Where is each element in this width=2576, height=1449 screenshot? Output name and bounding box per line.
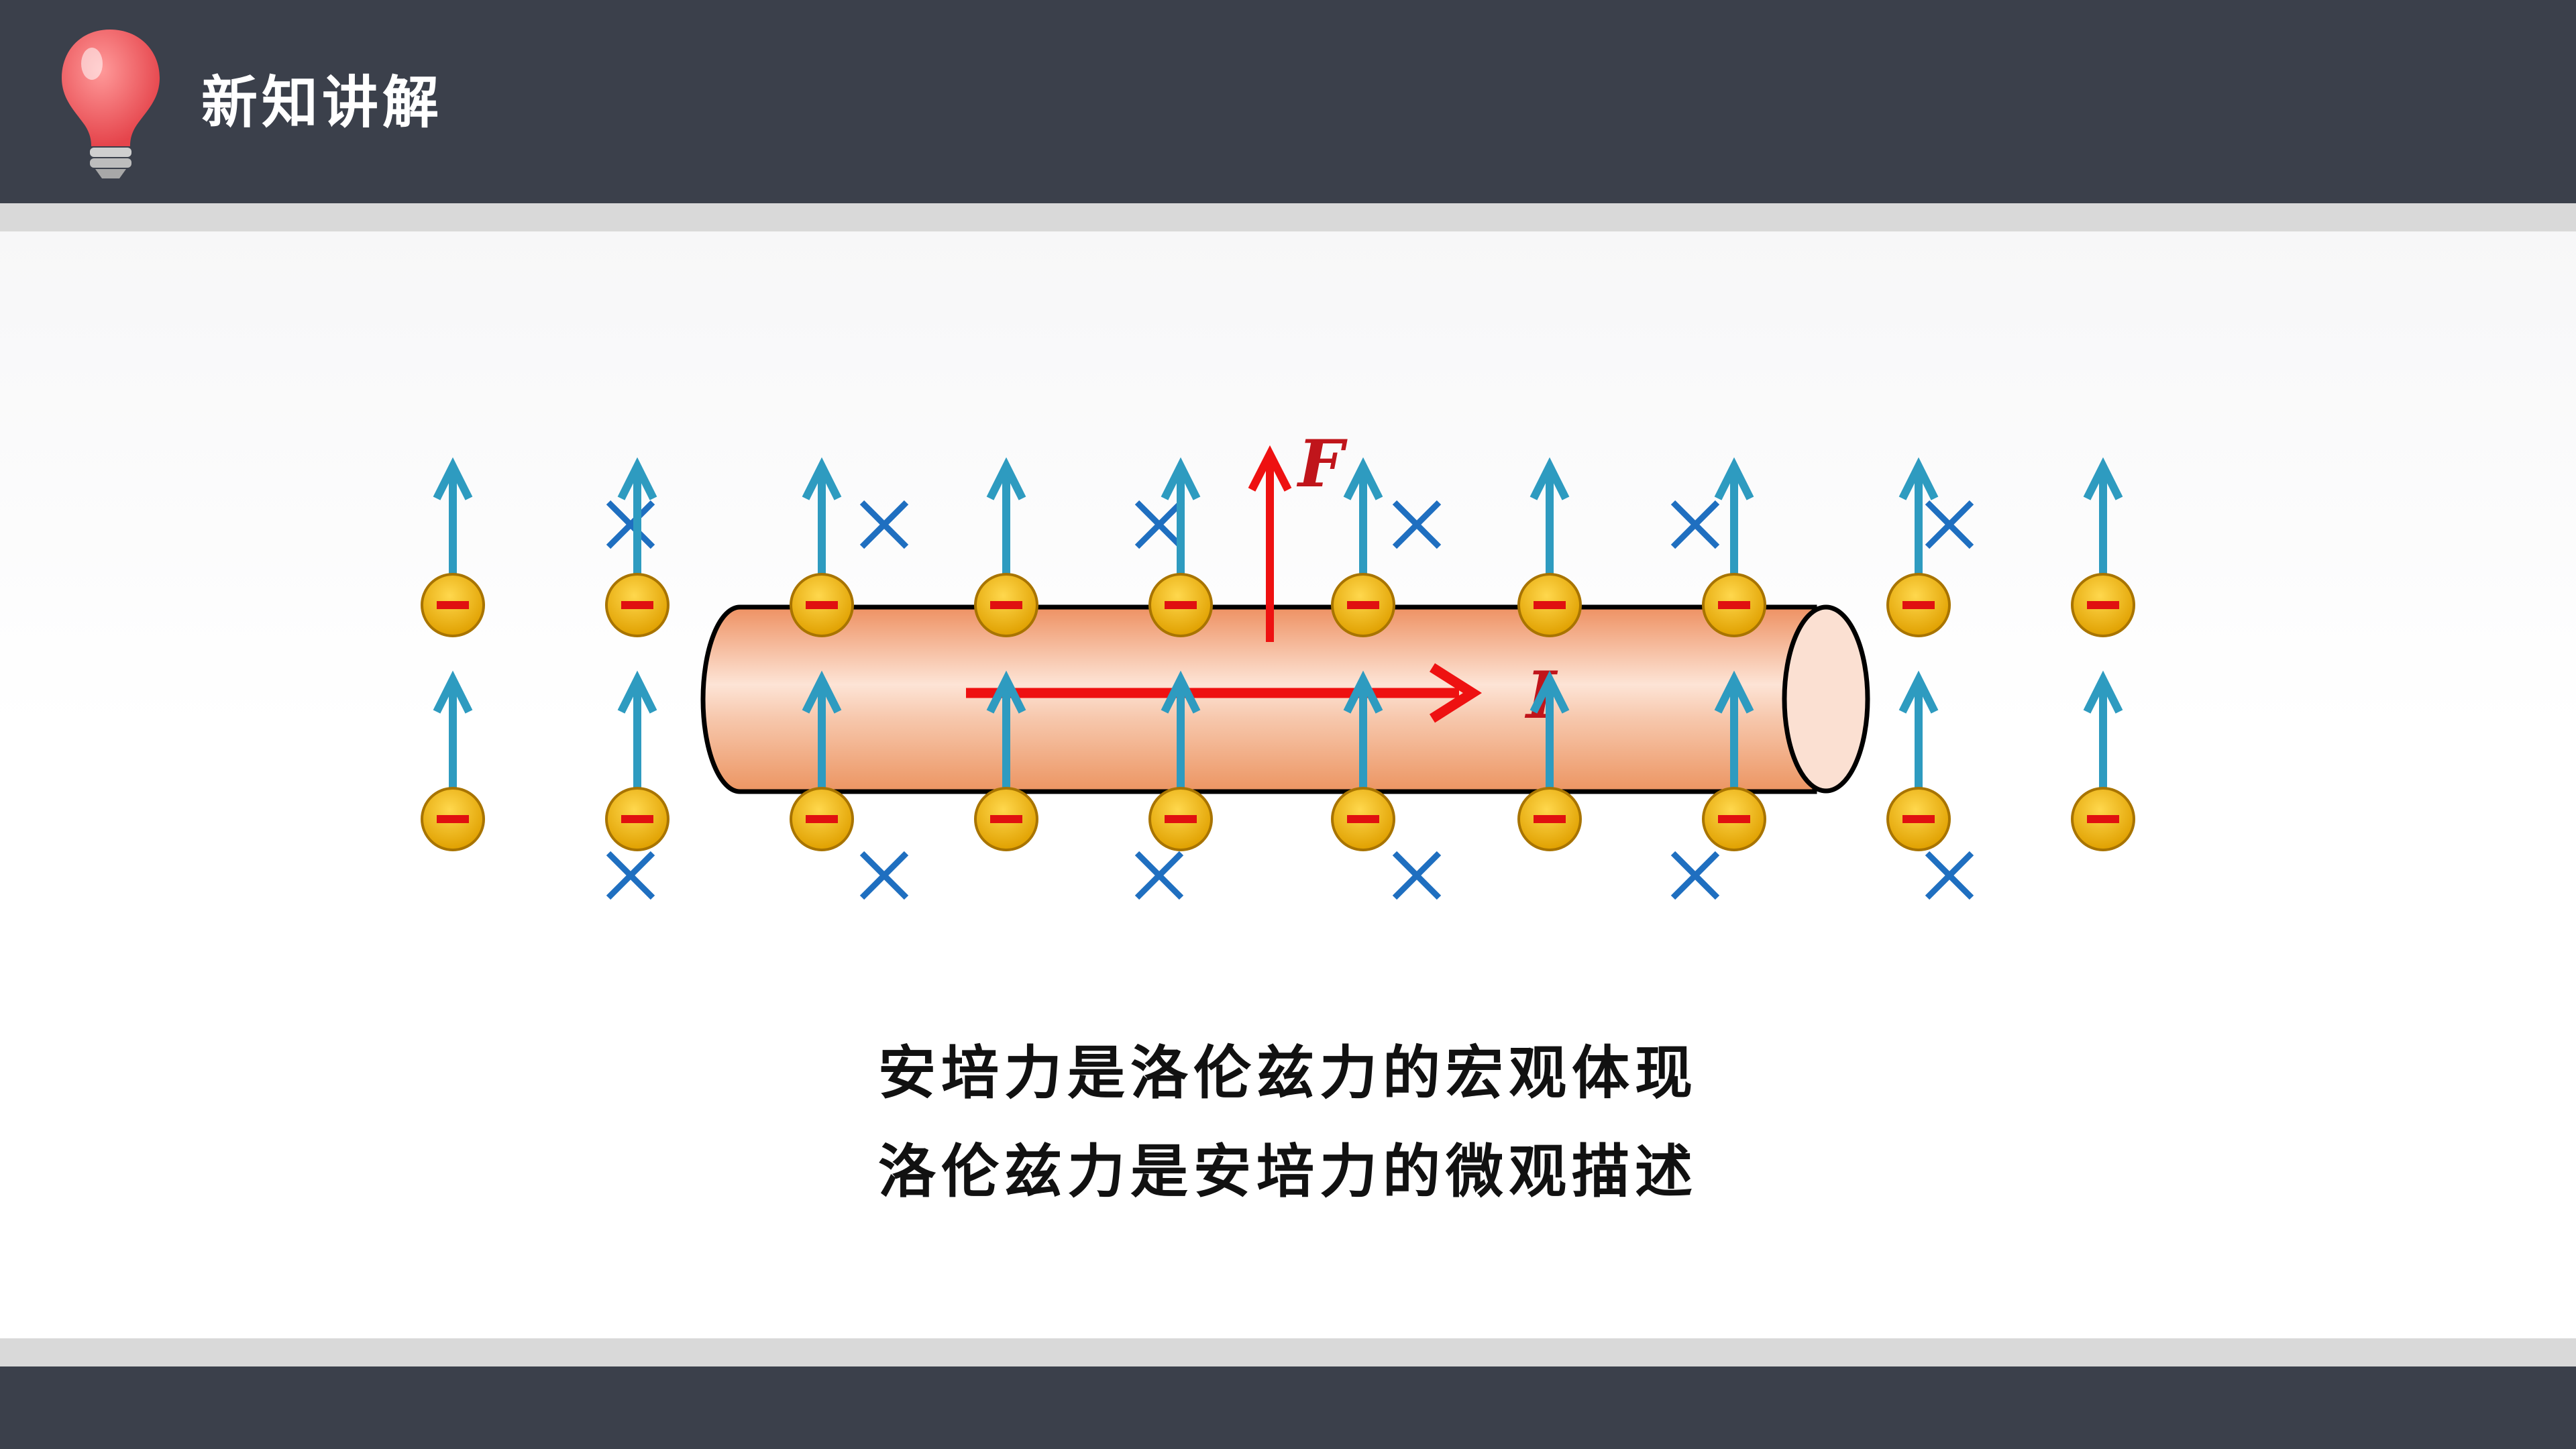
velocity-arrow bbox=[1529, 457, 1570, 578]
electron bbox=[605, 787, 669, 851]
velocity-arrow bbox=[986, 457, 1026, 578]
electron bbox=[1702, 573, 1766, 637]
force-arrow bbox=[1248, 445, 1292, 642]
header-bar bbox=[0, 0, 2576, 203]
field-cross-icon bbox=[1925, 851, 1974, 900]
electron bbox=[421, 573, 485, 637]
field-cross-icon bbox=[1134, 500, 1184, 549]
electron bbox=[1517, 573, 1582, 637]
lightbulb-icon bbox=[62, 30, 160, 178]
velocity-arrow bbox=[617, 457, 657, 578]
field-cross-icon bbox=[606, 851, 655, 900]
velocity-arrow bbox=[802, 670, 842, 792]
velocity-arrow bbox=[1343, 457, 1383, 578]
force-label: F bbox=[1296, 426, 1348, 502]
velocity-arrow bbox=[617, 670, 657, 792]
velocity-arrow bbox=[433, 457, 473, 578]
electron bbox=[2071, 787, 2135, 851]
electron bbox=[1331, 787, 1395, 851]
conductor-wire bbox=[700, 604, 1870, 794]
page-title: 新知讲解 bbox=[201, 69, 443, 136]
current-arrow bbox=[966, 663, 1483, 723]
velocity-arrow bbox=[1161, 670, 1201, 792]
electron bbox=[605, 573, 669, 637]
field-cross-icon bbox=[1670, 500, 1720, 549]
caption-line-1: 安培力是洛伦兹力的宏观体现 bbox=[878, 1039, 1698, 1107]
electron bbox=[2071, 573, 2135, 637]
velocity-arrow bbox=[2083, 670, 2123, 792]
field-cross-icon bbox=[1925, 500, 1974, 549]
electron bbox=[1886, 573, 1951, 637]
velocity-arrow bbox=[1898, 670, 1939, 792]
velocity-arrow bbox=[1714, 457, 1754, 578]
content-area: I F 安培力是洛伦兹力的宏观体现 洛伦兹力是安培力的微观描述 bbox=[0, 231, 2576, 1338]
field-cross-icon bbox=[859, 851, 909, 900]
electron bbox=[1517, 787, 1582, 851]
field-cross-icon bbox=[1392, 851, 1442, 900]
caption-line-2: 洛伦兹力是安培力的微观描述 bbox=[878, 1138, 1698, 1205]
electron-group bbox=[421, 457, 2135, 851]
electron bbox=[1702, 787, 1766, 851]
electron bbox=[790, 787, 854, 851]
electron bbox=[974, 787, 1038, 851]
electron bbox=[974, 573, 1038, 637]
velocity-arrow bbox=[1898, 457, 1939, 578]
electron bbox=[790, 573, 854, 637]
velocity-arrow bbox=[986, 670, 1026, 792]
header-divider bbox=[0, 203, 2576, 231]
velocity-arrow bbox=[1161, 457, 1201, 578]
velocity-arrow bbox=[2083, 457, 2123, 578]
lorentz-force-diagram: I F bbox=[421, 426, 2135, 900]
field-cross-icon bbox=[1670, 851, 1720, 900]
velocity-arrow bbox=[433, 670, 473, 792]
field-cross-icon bbox=[606, 500, 655, 549]
field-cross-icon bbox=[859, 500, 909, 549]
field-cross-icon bbox=[1134, 851, 1184, 900]
velocity-arrow bbox=[1343, 670, 1383, 792]
field-cross-icon bbox=[1392, 500, 1442, 549]
velocity-arrow bbox=[802, 457, 842, 578]
magnetic-field-group bbox=[606, 500, 1974, 900]
electron bbox=[1148, 573, 1213, 637]
electron bbox=[1148, 787, 1213, 851]
footer-divider bbox=[0, 1338, 2576, 1366]
velocity-arrow bbox=[1529, 670, 1570, 792]
electron bbox=[1886, 787, 1951, 851]
velocity-arrow bbox=[1714, 670, 1754, 792]
electron bbox=[1331, 573, 1395, 637]
electron bbox=[421, 787, 485, 851]
footer-bar bbox=[0, 1366, 2576, 1449]
